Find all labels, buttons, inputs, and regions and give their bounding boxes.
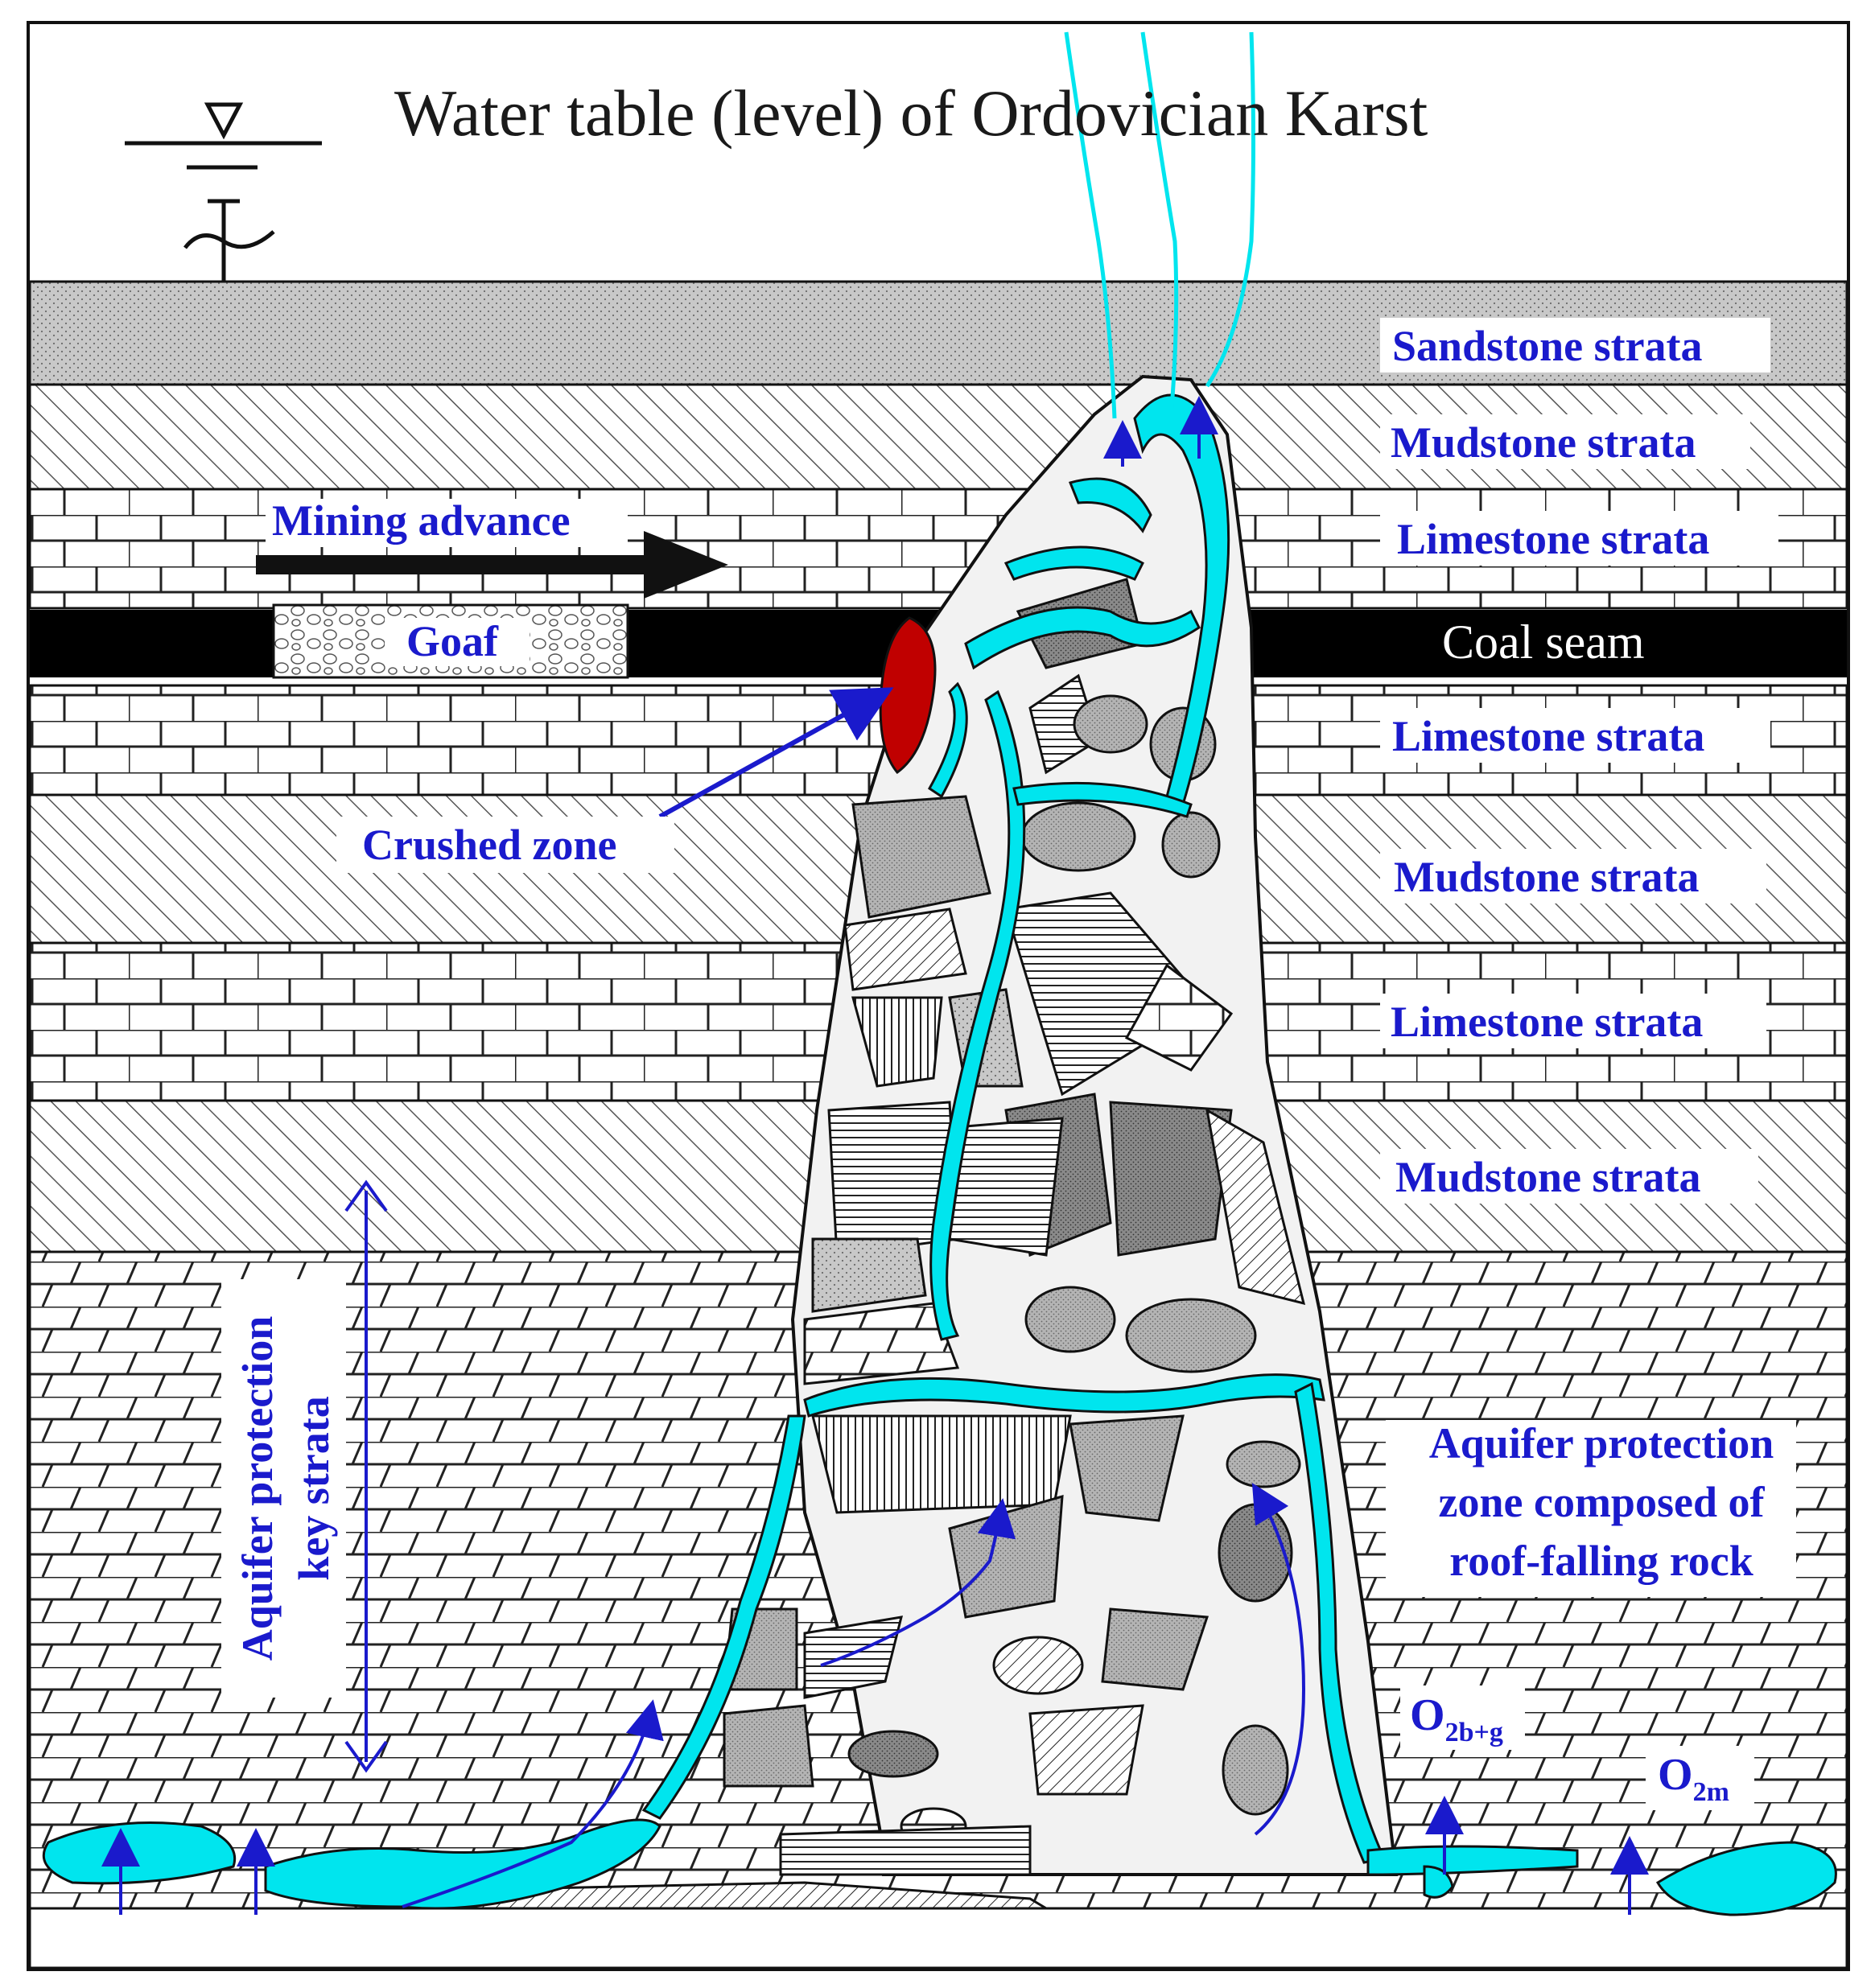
label-crushed-zone: Crushed zone <box>362 821 617 869</box>
flow-arrows <box>101 396 1649 1915</box>
label-mining-advance: Mining advance <box>272 496 571 545</box>
label-o2bg-sub: 2b+g <box>1445 1718 1503 1747</box>
label-protection-zone-line3: roof-falling rock <box>1449 1537 1753 1585</box>
label-backgrounds <box>221 318 1796 1810</box>
label-limestone-strata-middle: Limestone strata <box>1391 998 1703 1046</box>
water-channels <box>42 393 1837 1916</box>
label-limestone-strata-below-coal: Limestone strata <box>1392 712 1704 760</box>
label-key-strata-line2: key strata <box>290 1396 338 1580</box>
label-limestone-strata-upper: Limestone strata <box>1397 515 1709 563</box>
label-protection-zone-line1: Aquifer protection <box>1429 1419 1774 1467</box>
label-mudstone-strata-middle: Mudstone strata <box>1394 853 1699 901</box>
crushed-zone <box>879 616 937 775</box>
water-table-symbol <box>125 102 322 282</box>
water-rise-lines <box>1064 31 1255 419</box>
diagram-title: Water table (level) of Ordovician Karst <box>394 76 1428 150</box>
mining-advance-arrow <box>256 531 728 599</box>
label-mudstone-strata-top: Mudstone strata <box>1391 418 1696 467</box>
crushed-zone-pointer <box>658 687 894 819</box>
label-o2bg-main: O <box>1410 1690 1445 1740</box>
label-sandstone-strata: Sandstone strata <box>1392 322 1703 370</box>
key-strata-span-arrow <box>344 1179 388 1773</box>
label-goaf: Goaf <box>406 617 499 665</box>
label-coal-seam: Coal seam <box>1442 615 1645 669</box>
base-layer <box>28 1907 1848 1969</box>
label-o2m-main: O <box>1658 1750 1693 1800</box>
label-mudstone-strata-lower: Mudstone strata <box>1395 1153 1700 1201</box>
label-key-strata-line1: Aquifer protection <box>233 1316 282 1661</box>
label-o2m-sub: 2m <box>1693 1777 1729 1807</box>
label-o2bg: O2b+g <box>1410 1690 1503 1747</box>
collapse-blocks <box>433 578 1306 1910</box>
label-protection-zone-line2: zone composed of <box>1439 1478 1766 1526</box>
label-o2m: O2m <box>1658 1750 1729 1807</box>
